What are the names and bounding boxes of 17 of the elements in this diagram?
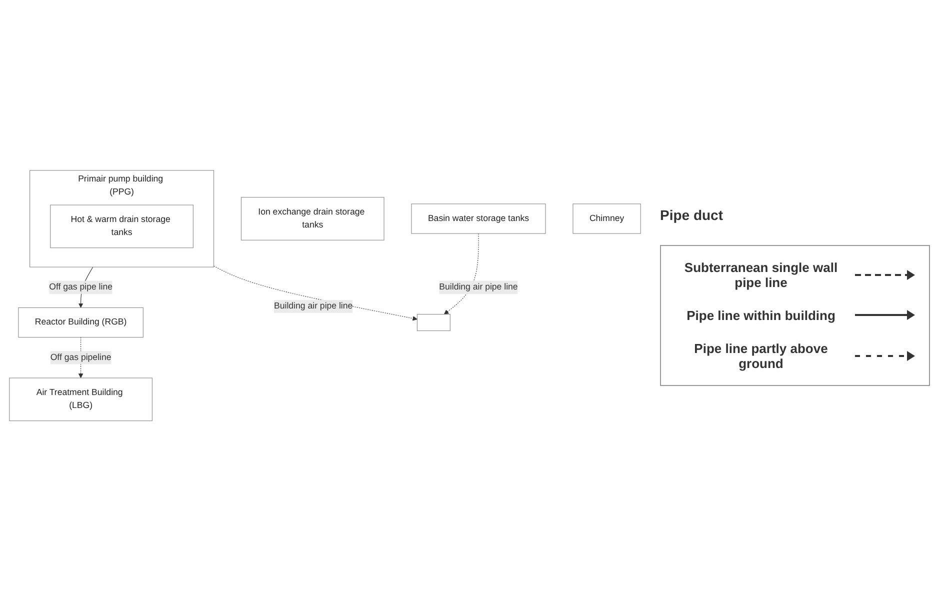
node-box: Chimney [572,204,641,234]
duct-label: Pipe duct [660,206,724,222]
edge-label: Off gas pipe line [49,282,112,292]
node-box: Ion exchange drain storage tanks [240,197,384,241]
edge-label: Building air pipe line [439,282,518,292]
node-box: Air Treatment Building (LBG) [9,378,152,422]
arrow [444,234,479,315]
node-box: Basin water storage tanks [411,204,546,234]
legend-text: Subterranean single wall pipe line [683,260,839,290]
arrow [214,266,418,322]
node-box [416,314,450,332]
edge-label: Off gas pipeline [50,353,112,362]
legend-text: Pipe line within building [686,308,836,322]
edge-label: Building air pipe line [274,302,353,312]
legend-text: Pipe line partly above ground [693,340,829,370]
node-box: Reactor Building (RGB) [18,308,144,338]
node-box: Hot & warm drain storage tanks [50,205,194,248]
